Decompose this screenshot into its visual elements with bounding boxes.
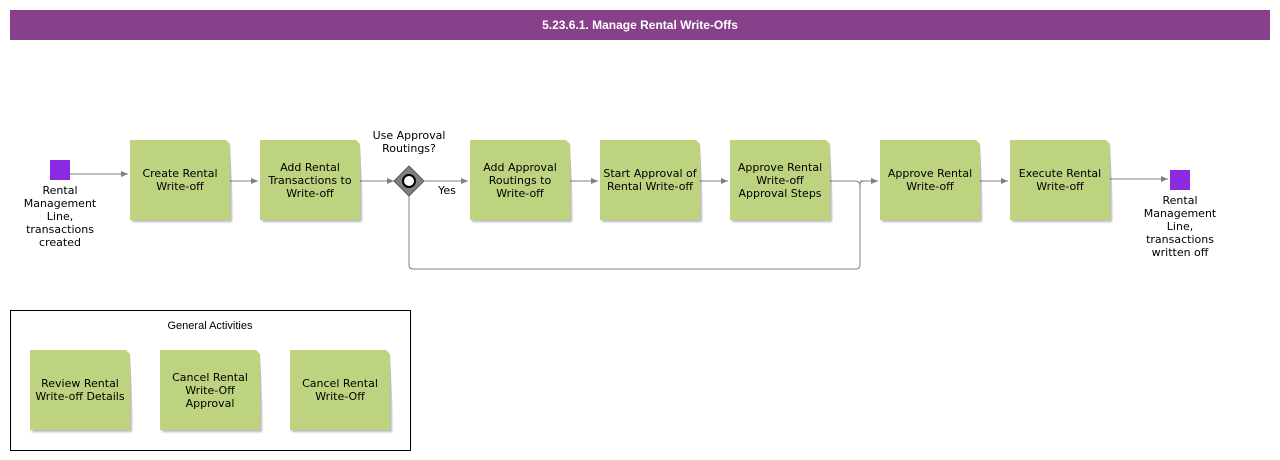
task-start-approval[interactable]: Start Approval of Rental Write-off bbox=[600, 140, 700, 220]
task-label: Cancel Rental Write-Off bbox=[302, 377, 378, 403]
task-label: Review Rental Write-off Details bbox=[35, 377, 125, 403]
task-add-approval-routings[interactable]: Add Approval Routings to Write-off bbox=[470, 140, 570, 220]
task-label: Approve Rental Write-off bbox=[887, 167, 973, 193]
task-review-rental-write-off-details[interactable]: Review Rental Write-off Details bbox=[30, 350, 130, 430]
task-label: Execute Rental Write-off bbox=[1018, 167, 1102, 193]
task-execute-rental-write-off[interactable]: Execute Rental Write-off bbox=[1010, 140, 1110, 220]
flow-approve-steps-to-approve bbox=[830, 180, 861, 187]
task-approve-rental-write-off[interactable]: Approve Rental Write-off bbox=[880, 140, 980, 220]
task-create-rental-write-off[interactable]: Create Rental Write-off bbox=[130, 140, 230, 220]
task-label: Add Rental Transactions to Write-off bbox=[268, 160, 352, 200]
general-activities-title: General Activities bbox=[167, 320, 253, 332]
task-cancel-rental-write-off[interactable]: Cancel Rental Write-Off bbox=[290, 350, 390, 430]
gateway-yes-label: Yes bbox=[438, 184, 456, 197]
end-event[interactable] bbox=[1170, 170, 1190, 190]
task-label: Start Approval of Rental Write-off bbox=[603, 167, 697, 193]
task-label: Cancel Rental Write-Off Approval bbox=[172, 370, 248, 410]
gateway-question: Use Approval Routings? bbox=[372, 129, 446, 155]
task-label: Create Rental Write-off bbox=[142, 167, 218, 193]
task-cancel-write-off-approval[interactable]: Cancel Rental Write-Off Approval bbox=[160, 350, 260, 430]
task-add-rental-transactions[interactable]: Add Rental Transactions to Write-off bbox=[260, 140, 360, 220]
task-label: Add Approval Routings to Write-off bbox=[483, 160, 557, 200]
gateway-circle-icon bbox=[402, 174, 416, 188]
start-event-label: Rental Management Line, transactions cre… bbox=[23, 184, 97, 249]
decision-gateway[interactable] bbox=[393, 165, 425, 197]
start-event[interactable] bbox=[50, 160, 70, 180]
flow-gateway-no-bypass bbox=[408, 180, 865, 270]
end-event-label: Rental Management Line, transactions wri… bbox=[1143, 194, 1217, 259]
task-approve-approval-steps[interactable]: Approve Rental Write-off Approval Steps bbox=[730, 140, 830, 220]
task-label: Approve Rental Write-off Approval Steps bbox=[737, 160, 823, 200]
diagram-title: 5.23.6.1. Manage Rental Write-Offs bbox=[10, 10, 1270, 40]
